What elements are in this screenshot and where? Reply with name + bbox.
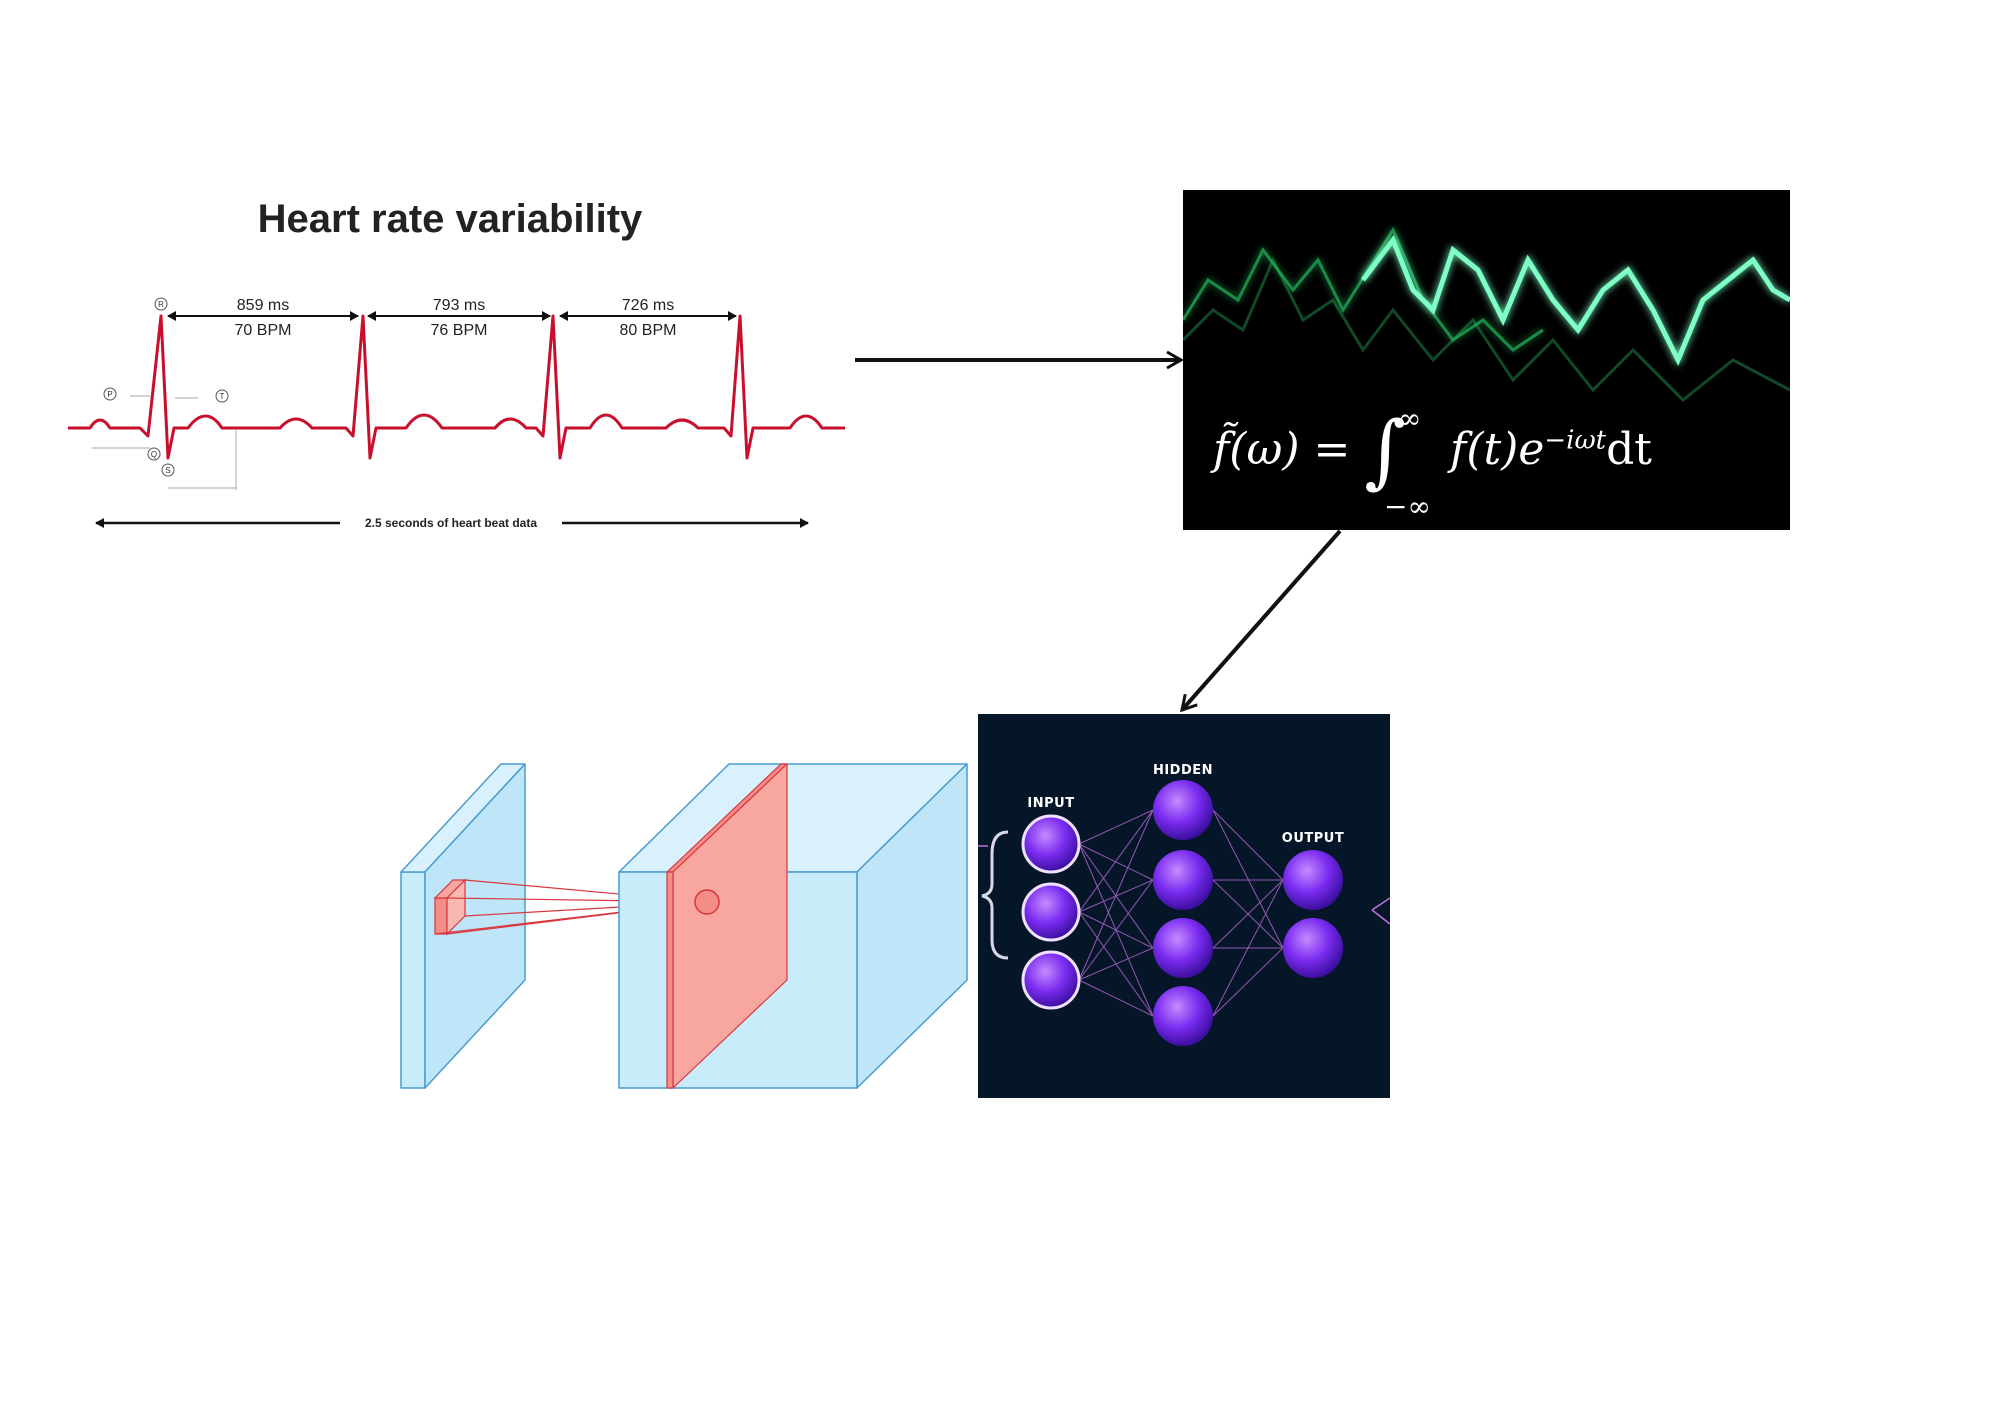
hidden-node: [1153, 986, 1213, 1046]
wave-bright: [1361, 234, 1790, 367]
input-node: [1021, 882, 1081, 942]
nn-edge: [1078, 809, 1154, 845]
input-slab: [400, 763, 526, 1089]
nn-edge: [1212, 947, 1284, 1017]
hidden-node: [1153, 918, 1213, 978]
nn-edge: [1212, 809, 1284, 949]
output-arrow: [1371, 909, 1391, 925]
interval-ms: 859 ms: [237, 297, 289, 314]
interval-bpm: 80 BPM: [620, 322, 677, 339]
input-node: [1021, 950, 1081, 1010]
t-wave-marker: [215, 389, 229, 403]
hidden-node: [1153, 850, 1213, 910]
hrv-chart: Heart rate variability 859 ms 70 BPM 793…: [68, 197, 845, 530]
nn-edge: [1078, 809, 1154, 913]
hrv-panel: Heart rate variability 859 ms 70 BPM 793…: [50, 168, 855, 556]
output-node: [1283, 918, 1343, 978]
nn-nodes: [1021, 780, 1343, 1046]
r-wave-label: R: [158, 300, 164, 309]
input-brace: [981, 830, 1009, 960]
interval-ms: 793 ms: [433, 297, 485, 314]
hidden-node: [1153, 780, 1213, 840]
q-wave-marker: [147, 447, 161, 461]
nn-edge: [1078, 979, 1154, 1017]
nn-edges: [1078, 809, 1284, 1017]
fourier-waves: [1183, 226, 1790, 403]
wave-mid: [1183, 226, 1544, 352]
nn-edge: [1212, 879, 1284, 949]
output-label: OUTPUT: [1282, 831, 1344, 846]
nn-panel: INPUT HIDDEN OUTPUT: [978, 714, 1391, 1098]
nn-graph: INPUT HIDDEN OUTPUT: [978, 763, 1391, 1046]
interval-bpm: 70 BPM: [235, 322, 292, 339]
fourier-panel: f̃(ω) = ∫∞ −∞ f(t)e−iωtdt: [1183, 190, 1790, 530]
input-label: INPUT: [1027, 796, 1074, 811]
hrv-title: Heart rate variability: [258, 197, 643, 241]
activation-slice: [666, 763, 788, 1089]
cnn-layers: [400, 763, 968, 1089]
activation-node: [694, 889, 720, 915]
nn-edge: [1212, 879, 1284, 1017]
formula-dt: dt: [1606, 424, 1652, 475]
r-wave-marker: [154, 297, 168, 311]
measurement-guides: [92, 395, 237, 490]
formula-lhs: f̃(ω) =: [1213, 424, 1365, 475]
nn-edge: [1078, 947, 1154, 981]
hidden-label: HIDDEN: [1153, 763, 1213, 778]
formula-exponent: −iωt: [1544, 425, 1607, 456]
integral-sign: ∫: [1364, 404, 1407, 497]
nn-edge: [1078, 809, 1154, 981]
s-wave-label: S: [165, 466, 170, 475]
output-arrow: [1371, 897, 1391, 911]
ecg-trace: [68, 314, 845, 460]
nn-edge: [1078, 843, 1154, 881]
wave-dim: [1183, 256, 1790, 403]
q-wave-label: Q: [151, 450, 157, 459]
span-label: 2.5 seconds of heart beat data: [365, 516, 537, 530]
input-node: [1021, 814, 1081, 874]
t-wave-label: T: [220, 392, 225, 401]
integral-lower: −∞: [1384, 490, 1431, 523]
cnn-diagram: [395, 758, 975, 1103]
integral-upper: ∞: [1398, 402, 1422, 435]
output-node: [1283, 850, 1343, 910]
s-wave-marker: [161, 463, 175, 477]
p-wave-label: P: [107, 390, 112, 399]
interval-ms: 726 ms: [622, 297, 674, 314]
nn-edge: [1212, 809, 1284, 881]
p-wave-marker: [103, 387, 117, 401]
interval-bpm: 76 BPM: [431, 322, 488, 339]
arrow-fourier-to-nn: [1179, 529, 1342, 713]
nn-edge: [1078, 879, 1154, 981]
fourier-formula: f̃(ω) = ∫∞ −∞ f(t)e−iωtdt: [1213, 390, 1652, 523]
formula-rhs: f(t)e: [1450, 424, 1545, 475]
